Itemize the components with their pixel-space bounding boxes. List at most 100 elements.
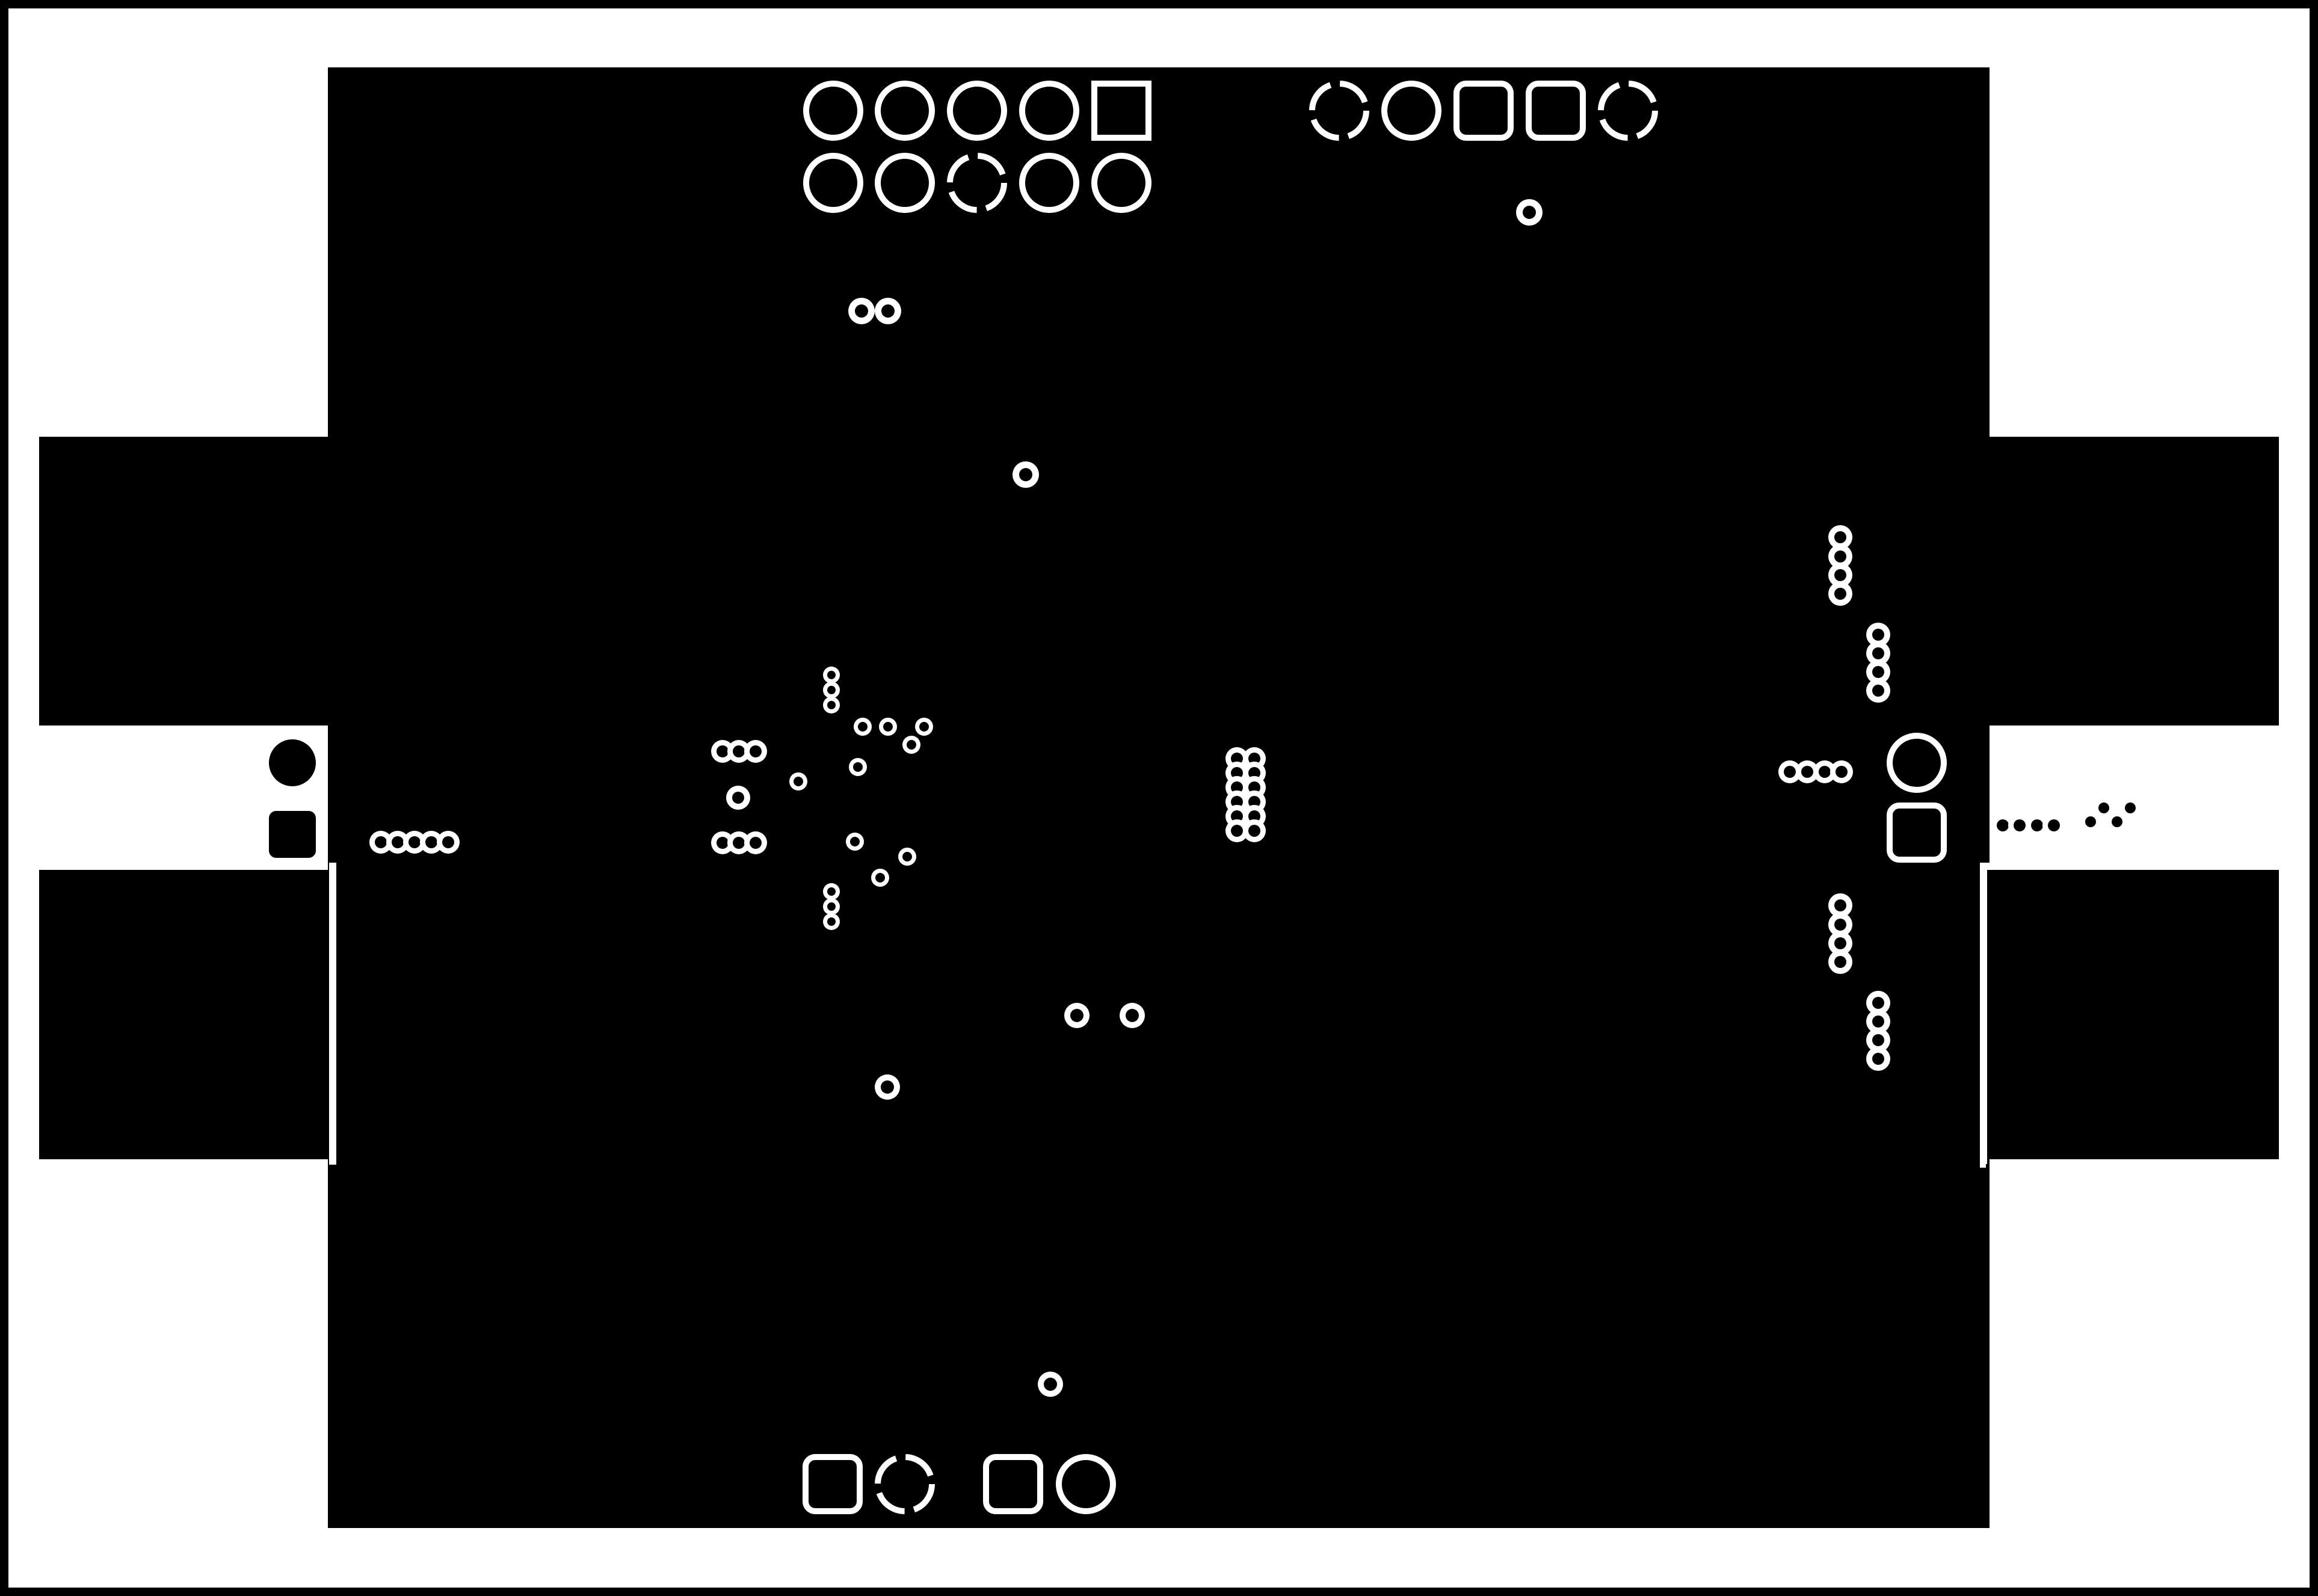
notch-square-pad — [269, 811, 316, 858]
pad-drill-hole — [995, 1466, 1031, 1502]
header-pin-square — [1091, 81, 1151, 141]
notch-round-pad — [269, 739, 316, 786]
via-hole — [1834, 569, 1846, 581]
connector-pin-thermal — [875, 1454, 935, 1514]
pad-drill-hole — [815, 93, 851, 129]
via-hole — [1801, 766, 1813, 778]
via-hole — [1997, 819, 2009, 831]
header-top-right — [1309, 81, 1658, 141]
power-pad-square — [1887, 803, 1947, 863]
via-hole — [1126, 1009, 1139, 1022]
via-hole — [1834, 919, 1846, 931]
via-hole — [794, 777, 803, 786]
header-pin — [1381, 81, 1441, 141]
via-hole — [1872, 1015, 1884, 1028]
via-hole — [855, 304, 868, 318]
via-hole — [1834, 550, 1846, 562]
via-hole — [2014, 819, 2026, 831]
via-hole — [850, 837, 860, 846]
via-hole — [2098, 803, 2109, 813]
connector-pin-square — [803, 1454, 863, 1514]
via-hole — [1872, 629, 1884, 641]
bottom-connector — [803, 1454, 1116, 1514]
pad-drill-hole — [887, 165, 923, 201]
via-hole — [1834, 899, 1846, 911]
left-clearance-slot — [329, 863, 336, 1165]
via-hole — [2112, 816, 2122, 827]
via-hole — [1834, 531, 1846, 543]
via-hole — [1248, 767, 1260, 779]
via-hole — [1248, 825, 1260, 837]
via-hole — [827, 887, 836, 896]
pad-drill-hole — [1321, 93, 1357, 129]
via-hole — [750, 837, 762, 849]
via-hole — [750, 745, 762, 757]
via-hole — [1834, 956, 1846, 968]
via-hole — [1872, 997, 1884, 1009]
header-pin — [803, 81, 863, 141]
via-hole — [1248, 781, 1260, 793]
via-hole — [1231, 753, 1243, 765]
via-hole — [717, 745, 729, 757]
via-hole — [1231, 767, 1243, 779]
via-hole — [1834, 588, 1846, 600]
pad-drill-hole — [815, 165, 851, 201]
via-hole — [883, 722, 893, 732]
via-hole — [858, 722, 868, 732]
via-hole — [2048, 819, 2060, 831]
via-hole — [733, 837, 745, 849]
via-hole — [408, 836, 421, 848]
header-pin — [1019, 81, 1079, 141]
header-pin — [1019, 153, 1079, 213]
right-clearance-slot — [1980, 863, 2136, 1168]
copper-right-lower-tab — [1988, 870, 2279, 1159]
pad-drill-hole — [1103, 93, 1139, 129]
header-pin-thermal — [1309, 81, 1369, 141]
header-pin — [803, 153, 863, 213]
via-hole — [733, 745, 745, 757]
via-hole — [907, 740, 916, 750]
pad-drill-hole — [1031, 93, 1067, 129]
header-top-left — [803, 81, 1151, 213]
left-notch-pads — [269, 739, 316, 858]
copper-right-upper-tab — [1988, 437, 2279, 726]
via-hole — [375, 836, 387, 848]
header-pin — [875, 81, 935, 141]
copper-main-area — [328, 67, 1990, 1528]
via-hole — [1872, 1053, 1884, 1065]
right-power-pads — [1887, 733, 1947, 863]
copper-left-lower-tab — [39, 870, 329, 1159]
pad-drill-hole — [1031, 165, 1067, 201]
via-hole — [1231, 781, 1243, 793]
power-pad-round — [1887, 733, 1947, 793]
header-pin — [875, 153, 935, 213]
via-hole — [1070, 1009, 1083, 1022]
via-and-pad-rings — [803, 81, 1947, 1514]
via-hole — [1248, 753, 1260, 765]
via-hole — [1523, 206, 1536, 219]
via-hole — [1872, 666, 1884, 678]
via-hole — [827, 686, 836, 694]
header-pin — [947, 81, 1007, 141]
pad-drill-hole — [1068, 1466, 1104, 1502]
right-notch-clearance — [2136, 726, 2139, 866]
pad-drill-hole — [887, 93, 923, 129]
via-hole — [1231, 825, 1243, 837]
pad-drill-hole — [1393, 93, 1429, 129]
vias — [369, 93, 2141, 1502]
via-hole — [919, 722, 929, 732]
via-hole — [1248, 796, 1260, 808]
pad-drill-hole — [959, 165, 995, 201]
via-hole — [1231, 796, 1243, 808]
via-hole — [2031, 819, 2043, 831]
via-hole — [392, 836, 404, 848]
pad-drill-hole — [815, 1466, 851, 1502]
via-hole — [1044, 1378, 1057, 1391]
connector-pin-square — [983, 1454, 1043, 1514]
via-hole — [1836, 766, 1848, 778]
copper-pour — [39, 67, 2279, 1528]
pad-drill-hole — [1610, 93, 1646, 129]
header-pin — [1091, 153, 1151, 213]
